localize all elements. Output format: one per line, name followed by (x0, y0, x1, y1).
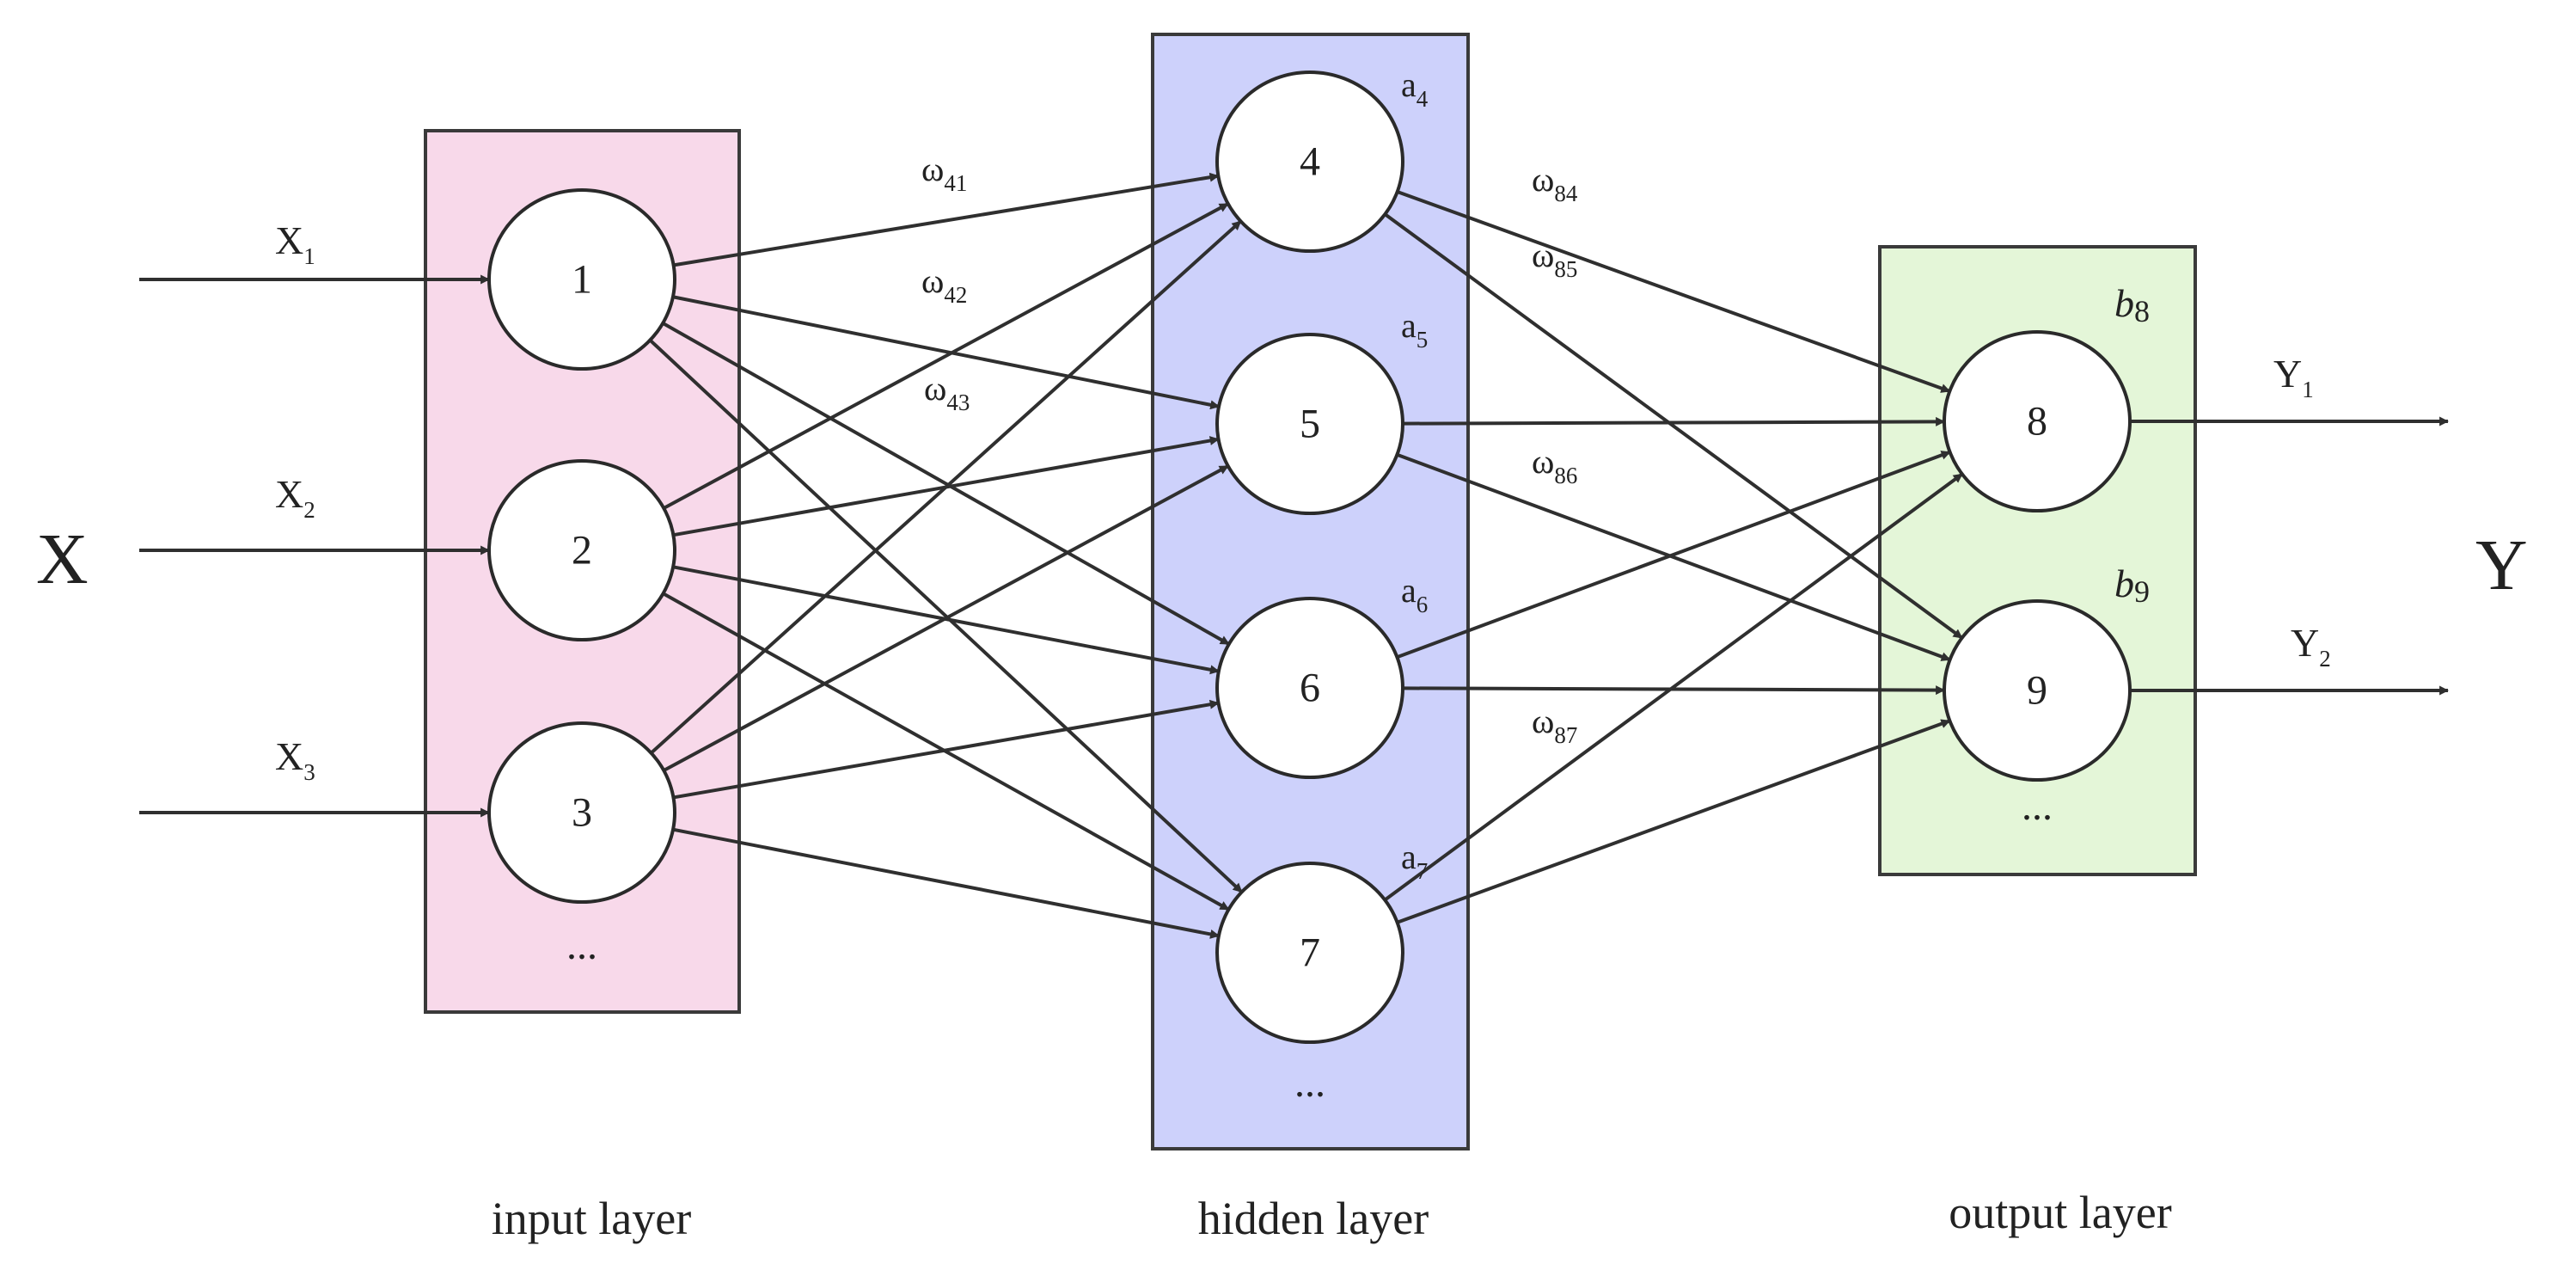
node-label: 5 (1300, 402, 1320, 447)
node-circle (487, 188, 676, 371)
edge-1-7 (648, 339, 1244, 893)
node-circle (1215, 862, 1404, 1044)
edge-4-9 (1384, 212, 1963, 640)
node-1: 1 (487, 188, 676, 371)
node-6: 6 (1215, 597, 1404, 779)
node-label: 4 (1300, 139, 1320, 185)
edge-4-8 (1397, 190, 1951, 393)
weight-label-w43: ω43 (924, 369, 970, 415)
input-signal-label-x2: X2 (275, 472, 315, 523)
hidden-layer-caption: hidden layer (1198, 1193, 1429, 1244)
node-circle (1215, 597, 1404, 779)
node-9: 9 (1943, 599, 2132, 782)
node-circle (1943, 599, 2132, 782)
edge-5-9 (1396, 452, 1951, 662)
output-signal-lines (2130, 416, 2450, 696)
output-signal-label-y2: Y2 (2291, 621, 2331, 672)
connections (648, 172, 1963, 939)
node-circle (487, 459, 676, 641)
node-circle (1215, 71, 1404, 253)
output-layer-caption: output layer (1949, 1187, 2171, 1238)
weight-label-w84: ω84 (1532, 160, 1578, 206)
nodes: 1 2 3 4 5 6 7 8 9 (487, 71, 2132, 1044)
node-label: 6 (1300, 666, 1320, 711)
edge-3-7 (672, 827, 1221, 939)
edge-3-5 (663, 464, 1229, 772)
node-2: 2 (487, 459, 676, 641)
hidden-activation-a6: a6 (1401, 571, 1428, 617)
edge-2-4 (663, 202, 1229, 510)
output-vector-label: Y (2475, 525, 2528, 605)
node-circle (1943, 330, 2132, 512)
node-8: 8 (1943, 330, 2132, 512)
input-signal-label-x1: X1 (275, 218, 315, 269)
node-4: 4 (1215, 71, 1404, 253)
edge-5-8 (1402, 416, 1946, 426)
weight-label-w87: ω87 (1532, 702, 1577, 748)
weight-label-w86: ω86 (1532, 442, 1577, 488)
input-vector-label: X (36, 519, 89, 599)
hidden-layer-ellipsis: ... (1294, 1060, 1325, 1106)
input-signal-lines (139, 274, 491, 818)
output-layer-ellipsis: ... (2022, 783, 2053, 829)
node-label: 9 (2027, 668, 2047, 714)
edge-6-9 (1402, 685, 1946, 696)
edge-1-6 (662, 322, 1230, 646)
edge-1-5 (672, 295, 1221, 410)
weight-label-w41: ω41 (921, 150, 967, 196)
node-circle (487, 721, 676, 904)
hidden-activation-a5: a5 (1401, 306, 1428, 353)
edge-7-8 (1384, 472, 1963, 902)
node-5: 5 (1215, 333, 1404, 515)
node-7: 7 (1215, 862, 1404, 1044)
hidden-activation-a4: a4 (1401, 65, 1429, 112)
output-bias-b8: b8 (2114, 281, 2150, 328)
edge-3-4 (650, 219, 1242, 755)
input-layer-ellipsis: ... (566, 923, 597, 968)
hidden-activation-a7: a7 (1401, 838, 1428, 884)
node-label: 1 (572, 257, 592, 303)
node-label: 2 (572, 528, 592, 574)
input-layer-caption: input layer (492, 1193, 691, 1244)
edge-6-8 (1396, 450, 1951, 660)
input-signal-label-x3: X3 (275, 734, 315, 785)
edge-7-9 (1396, 719, 1951, 924)
edge-1-4 (673, 172, 1220, 267)
weight-label-w85: ω85 (1532, 236, 1577, 282)
output-bias-b9: b9 (2114, 561, 2150, 609)
output-signal-label-y1: Y1 (2273, 352, 2314, 402)
node-label: 7 (1300, 930, 1320, 976)
node-circle (1215, 333, 1404, 515)
weight-label-w42: ω42 (921, 261, 967, 308)
node-label: 3 (572, 790, 592, 836)
edge-3-6 (673, 699, 1220, 800)
node-label: 8 (2027, 399, 2047, 445)
node-3: 3 (487, 721, 676, 904)
